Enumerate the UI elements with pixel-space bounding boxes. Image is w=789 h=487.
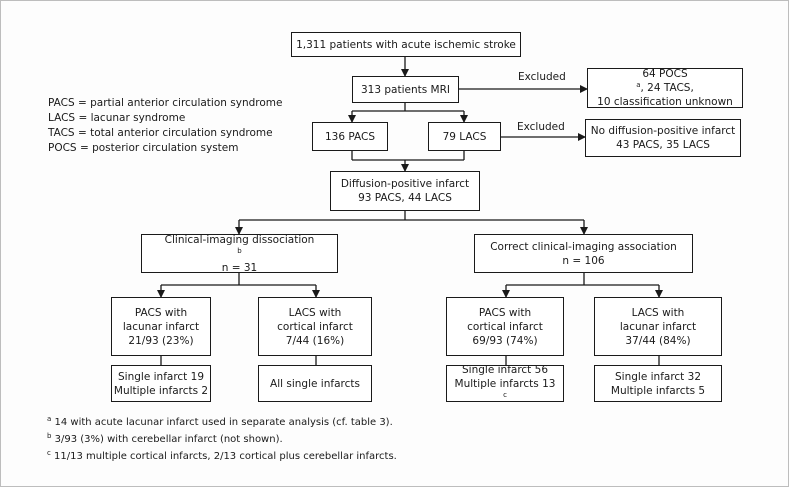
lacs-box: 79 LACS bbox=[428, 122, 501, 151]
pacs-lacunar-box: PACS with lacunar infarct 21/93 (23%) bbox=[111, 297, 211, 356]
legend-item-pocs: POCS = posterior circulation system bbox=[48, 142, 239, 154]
total-patients-box: 1,311 patients with acute ischemic strok… bbox=[291, 32, 521, 57]
mri-patients-box: 313 patients MRI bbox=[352, 76, 459, 103]
abbreviation-legend: PACS = partial anterior circulation synd… bbox=[48, 96, 282, 156]
lacs-cortical-box: LACS with cortical infarct 7/44 (16%) bbox=[258, 297, 372, 356]
lacs-lacunar-box: LACS with lacunar infarct 37/44 (84%) bbox=[594, 297, 722, 356]
outcome-box-4: Single infarct 32 Multiple infarcts 5 bbox=[594, 365, 722, 402]
footnote-c: c 11/13 multiple cortical infarcts, 2/13… bbox=[47, 449, 397, 463]
outcome-box-2: All single infarcts bbox=[258, 365, 372, 402]
association-box: Correct clinical-imaging association n =… bbox=[474, 234, 693, 273]
legend-item-pacs: PACS = partial anterior circulation synd… bbox=[48, 97, 283, 109]
excluded-box-2: No diffusion-positive infarct 43 PACS, 3… bbox=[585, 119, 741, 157]
outcome-box-1: Single infarct 19 Multiple infarcts 2 bbox=[111, 365, 211, 402]
diffusion-positive-box: Diffusion-positive infarct 93 PACS, 44 L… bbox=[330, 171, 480, 211]
pacs-box: 136 PACS bbox=[312, 122, 388, 151]
legend-item-lacs: LACS = lacunar syndrome bbox=[48, 112, 186, 124]
footnotes: a 14 with acute lacunar infarct used in … bbox=[47, 414, 397, 465]
footnote-a: a 14 with acute lacunar infarct used in … bbox=[47, 415, 393, 429]
pacs-cortical-box: PACS with cortical infarct 69/93 (74%) bbox=[446, 297, 564, 356]
excluded-label-2: Excluded bbox=[517, 121, 565, 133]
legend-item-tacs: TACS = total anterior circulation syndro… bbox=[48, 127, 273, 139]
footnote-b: b 3/93 (3%) with cerebellar infarct (not… bbox=[47, 432, 283, 446]
excluded-label-1: Excluded bbox=[518, 71, 566, 83]
